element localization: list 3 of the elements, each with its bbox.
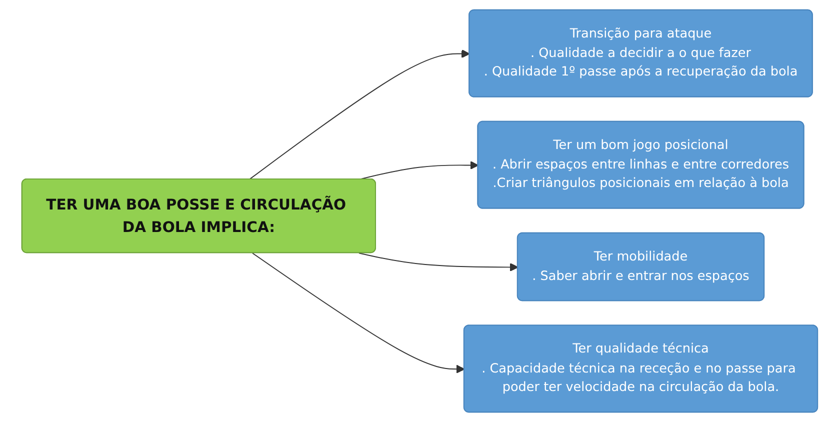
arrow [249,49,470,180]
arrow [252,252,466,374]
arrow [358,252,519,272]
